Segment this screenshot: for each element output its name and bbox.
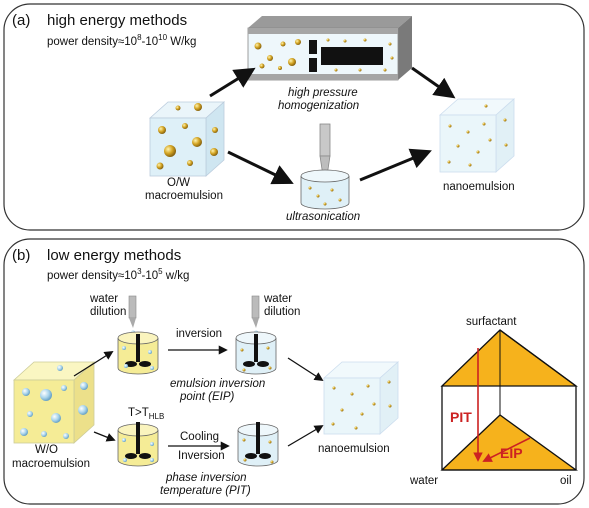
prism-oil-label: oil bbox=[560, 475, 572, 487]
panel-a-label: (a) bbox=[12, 12, 30, 29]
hph-label-1: high pressure bbox=[288, 87, 358, 99]
beaker-dilution-yellow bbox=[117, 295, 159, 375]
homogenizer-chamber bbox=[247, 16, 412, 81]
arrow-eip-to-nano bbox=[287, 357, 324, 381]
dilution-label-2: dilution bbox=[264, 306, 300, 318]
arrow-ultrasonic-to-nano bbox=[359, 148, 432, 182]
eip-arrow-label: EIP bbox=[500, 445, 523, 461]
panel-b-power-density: power density≈103-105 w/kg bbox=[47, 267, 189, 282]
beaker-dilution-blue bbox=[235, 295, 277, 375]
panel-b-title: low energy methods bbox=[47, 247, 181, 264]
arrow-hph-to-nano bbox=[411, 66, 456, 99]
wo-macroemulsion-cube bbox=[12, 361, 96, 444]
hph-label-2: homogenization bbox=[278, 100, 359, 112]
ultrasonication-label: ultrasonication bbox=[286, 211, 360, 223]
phase-diagram-prism bbox=[440, 329, 579, 471]
wo-macroemulsion-label: macroemulsion bbox=[12, 458, 90, 470]
temp-label: T>THLB bbox=[128, 407, 164, 421]
water-label-2: water bbox=[263, 293, 292, 305]
arrow-to-ultrasonic bbox=[227, 150, 294, 185]
arrow-to-hph bbox=[209, 67, 256, 98]
cooling-label: Cooling bbox=[180, 431, 219, 443]
inversion-label: inversion bbox=[176, 328, 222, 340]
panel-b: (b) low energy methods power density≈103… bbox=[3, 238, 585, 505]
pit-label-2: temperature (PIT) bbox=[160, 485, 251, 497]
ow-label: O/W bbox=[167, 177, 190, 189]
ow-macroemulsion-label: macroemulsion bbox=[145, 190, 223, 202]
beaker-heating-yellow bbox=[117, 422, 159, 467]
panel-a: (a) high energy methods power density≈10… bbox=[3, 3, 585, 231]
prism-surfactant-label: surfactant bbox=[466, 316, 517, 328]
panel-a-power-density: power density≈108-1010 W/kg bbox=[47, 33, 196, 48]
pit-label-1: phase inversion bbox=[165, 472, 247, 484]
dilution-label-1: dilution bbox=[90, 306, 126, 318]
panel-a-title: high energy methods bbox=[47, 12, 187, 29]
panel-b-label: (b) bbox=[12, 247, 30, 264]
eip-label-1: emulsion inversion bbox=[170, 378, 265, 390]
nanoemulsion-cube-b bbox=[322, 361, 400, 435]
arrow-pit-to-nano bbox=[287, 425, 324, 447]
eip-label-2: point (EIP) bbox=[179, 391, 234, 403]
prism-water-label: water bbox=[409, 475, 438, 487]
nanoemulsion-cube-a bbox=[438, 98, 516, 173]
ow-macroemulsion-cube bbox=[148, 101, 226, 177]
water-label-1: water bbox=[89, 293, 118, 305]
arrow-wo-to-dilution bbox=[73, 351, 114, 377]
beaker-cooled-blue bbox=[237, 422, 279, 467]
wo-label: W/O bbox=[35, 444, 58, 456]
nanoemulsion-label-a: nanoemulsion bbox=[443, 181, 515, 193]
nanoemulsion-label-b: nanoemulsion bbox=[318, 443, 390, 455]
eip-arrow bbox=[482, 437, 531, 462]
inversion-2-label: Inversion bbox=[178, 450, 225, 462]
pit-arrow-label: PIT bbox=[450, 409, 472, 425]
ultrasonicator bbox=[300, 123, 350, 210]
panel-a-frame bbox=[3, 3, 585, 231]
arrow-wo-to-heating bbox=[93, 431, 116, 442]
